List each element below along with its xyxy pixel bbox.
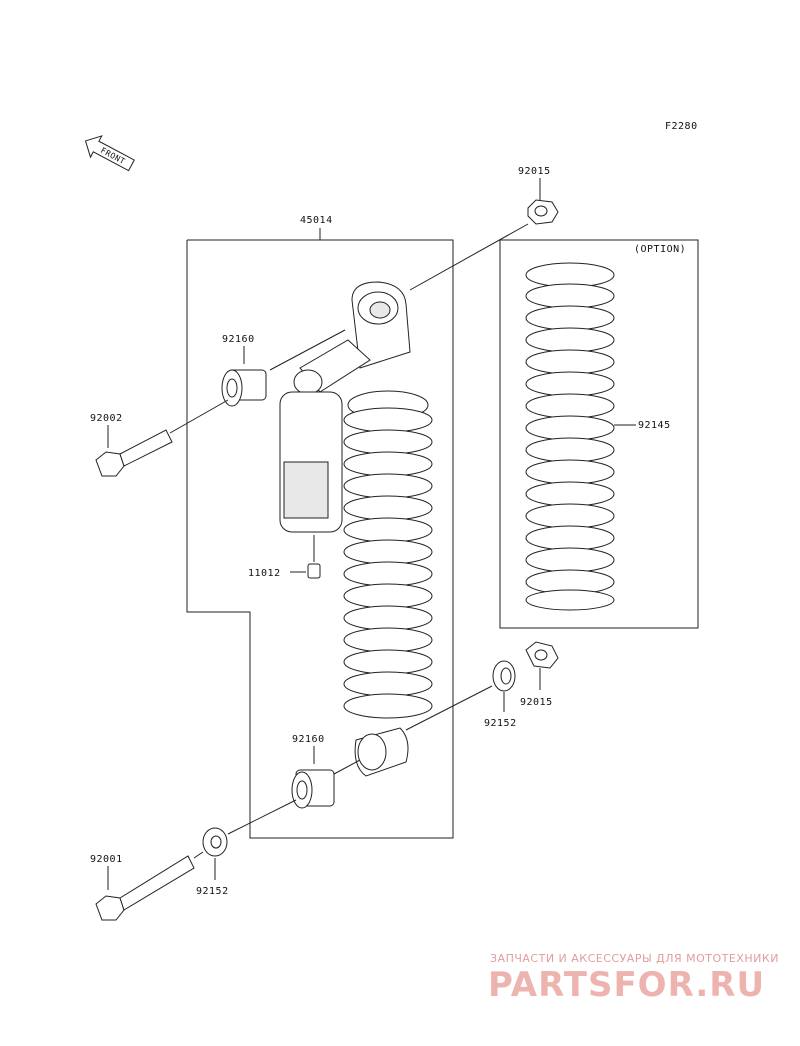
option-box: [499, 239, 699, 629]
washer-left-icon: [202, 827, 228, 857]
option-spring: [525, 262, 615, 611]
valve-cap-icon: [307, 563, 321, 579]
label-washer-left: 92152: [196, 886, 229, 897]
collar-upper-icon: [221, 369, 267, 407]
label-shock-assembly: 45014: [300, 215, 333, 226]
nut-bottom-icon: [525, 641, 559, 669]
collar-lower-icon: [291, 769, 335, 809]
bolt-lower-icon: [95, 855, 195, 921]
label-washer-right: 92152: [484, 718, 517, 729]
label-bolt-lower: 92001: [90, 854, 123, 865]
front-arrow-icon: FRONT: [84, 135, 135, 172]
label-spring-option: 92145: [638, 420, 671, 431]
watermark-tagline: ЗАПЧАСТИ И АКСЕССУАРЫ ДЛЯ МОТОТЕХНИКИ: [490, 952, 779, 965]
nut-top-icon: [527, 199, 559, 225]
washer-right-icon: [492, 660, 516, 692]
shock-absorber: [279, 281, 433, 777]
label-nut-bottom: 92015: [520, 697, 553, 708]
label-nut-top: 92015: [518, 166, 551, 177]
label-collar-lower: 92160: [292, 734, 325, 745]
label-bolt-upper: 92002: [90, 413, 123, 424]
assembly-outline: [186, 239, 454, 839]
watermark-brand: PARTSFOR.RU: [488, 965, 765, 1005]
option-label: (OPTION): [634, 244, 686, 255]
bolt-upper-icon: [95, 429, 173, 477]
label-collar-upper: 92160: [222, 334, 255, 345]
figure-code: F2280: [665, 121, 698, 132]
label-valve-cap: 11012: [248, 568, 281, 579]
